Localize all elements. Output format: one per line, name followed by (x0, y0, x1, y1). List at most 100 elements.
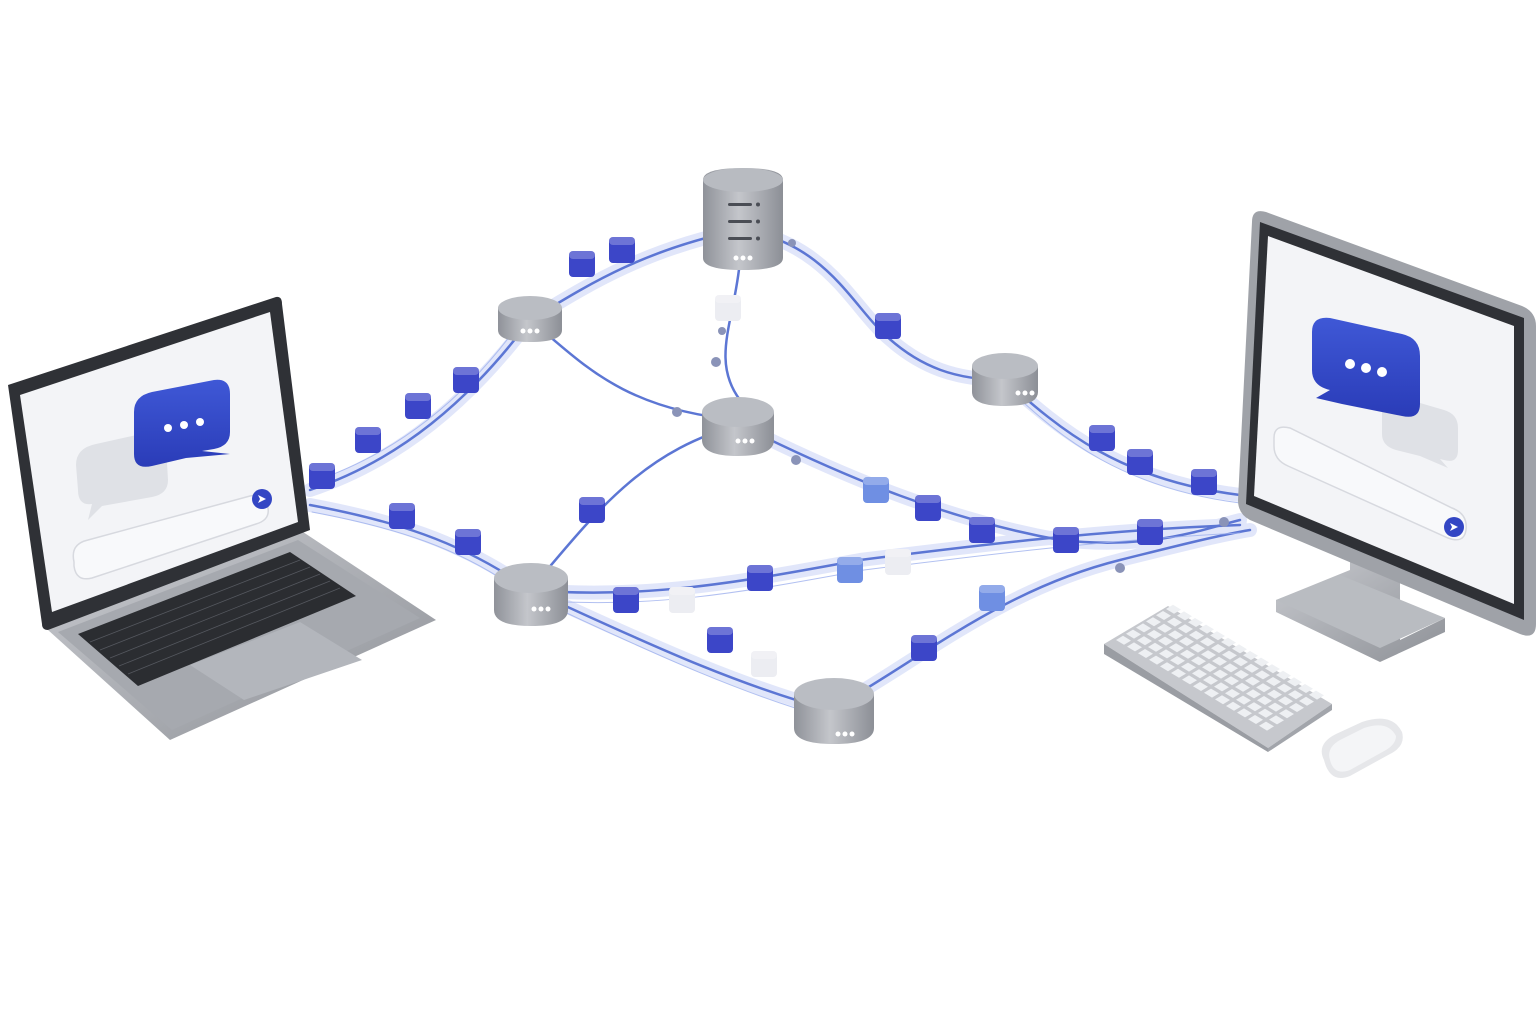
data-packet-highlight (579, 497, 605, 505)
keyboard-key (1167, 617, 1182, 627)
keyboard-key (1137, 636, 1152, 646)
monitor-message-input[interactable] (1273, 426, 1467, 541)
keyboard-key (1199, 624, 1214, 634)
data-packet (915, 495, 941, 521)
keyboard-key (1203, 675, 1218, 685)
link-server-router-c (724, 258, 742, 402)
keyboard-key (1160, 662, 1175, 672)
data-packet (715, 295, 741, 321)
keyboard-key (1267, 689, 1282, 699)
data-packet-highlight (1053, 527, 1079, 535)
typing-dots-icon (1345, 359, 1387, 377)
keyboard-key (1180, 649, 1195, 659)
keyboard-key (1277, 683, 1292, 693)
keyboard-key (1149, 655, 1164, 665)
keyboard-key (1211, 644, 1226, 653)
keyboard-key (1214, 682, 1229, 692)
keyboard-key (1212, 656, 1227, 666)
keyboard-key (1288, 690, 1303, 700)
keyboard-key (1223, 663, 1238, 673)
keyboard-key (1235, 682, 1250, 692)
keyboard-key (1256, 683, 1271, 693)
data-packet (389, 503, 415, 529)
keyboard-key (1222, 650, 1237, 660)
keyboard-key (1276, 670, 1291, 680)
desktop-computer (1238, 211, 1536, 662)
keyboard-key (1254, 657, 1269, 667)
keyboard-key (1126, 629, 1141, 639)
data-packet (979, 585, 1005, 611)
keyboard-key (1204, 688, 1219, 698)
keyboard-key (1309, 690, 1324, 700)
data-packet (1191, 469, 1217, 495)
keyboard-key (1177, 611, 1192, 621)
data-packet (751, 651, 777, 677)
router-node-b (972, 353, 1038, 406)
data-packet (969, 517, 995, 543)
keyboard-key (1169, 643, 1184, 653)
keyboard-key (1182, 675, 1197, 685)
keyboard-key (1193, 682, 1208, 691)
keyboard-key (1189, 630, 1204, 640)
send-button[interactable] (252, 489, 272, 509)
data-packet (613, 587, 639, 613)
keyboard-key (1298, 684, 1313, 693)
data-packet-highlight (453, 367, 479, 375)
keyboard-key (1258, 708, 1273, 718)
laptop-trackpad (190, 622, 362, 700)
data-packets (309, 237, 1217, 677)
data-packet (453, 367, 479, 393)
data-packet (579, 497, 605, 523)
data-packet (609, 237, 635, 263)
keyboard-key (1224, 676, 1239, 686)
data-packet (837, 557, 863, 583)
data-packet-highlight (837, 557, 863, 565)
data-packet-highlight (747, 565, 773, 573)
keyboard-key (1243, 651, 1258, 660)
keyboard-key (1221, 637, 1236, 647)
keyboard-key (1265, 664, 1280, 674)
keyboard-key (1246, 689, 1261, 699)
keyboard-key (1245, 676, 1260, 686)
keyboard-key (1279, 709, 1294, 719)
keyboard-key (1148, 642, 1163, 652)
data-packet-highlight (355, 427, 381, 435)
keyboard-key (1168, 630, 1183, 640)
database-server (703, 168, 783, 270)
send-arrow-icon (1450, 523, 1458, 531)
keyboard-key (1202, 663, 1217, 672)
data-packet-highlight (715, 295, 741, 303)
send-button[interactable] (1444, 517, 1464, 537)
desktop-mouse (1321, 718, 1403, 778)
keyboard-key (1234, 670, 1249, 679)
keyboard-key (1157, 623, 1172, 633)
keyboard-key (1244, 663, 1259, 673)
data-packet (747, 565, 773, 591)
chat-bubble-icon (134, 379, 230, 467)
keyboard-key (1181, 662, 1196, 672)
keyboard-key (1127, 642, 1142, 652)
data-packet (455, 529, 481, 555)
data-packet-highlight (979, 585, 1005, 593)
data-packet-highlight (389, 503, 415, 511)
keyboard-key (1289, 703, 1304, 712)
keyboard-key (1215, 695, 1230, 705)
data-packet-highlight (875, 313, 901, 321)
laptop-message-input[interactable] (72, 494, 269, 580)
keyboard-key (1299, 696, 1314, 706)
desktop-keyboard (1104, 604, 1332, 752)
data-packet-highlight (309, 463, 335, 471)
keyboard-key (1287, 677, 1302, 687)
keyboard-key (1210, 631, 1225, 641)
data-packet-highlight (609, 237, 635, 245)
keyboard-key (1116, 635, 1131, 645)
keyboard-key (1192, 669, 1207, 679)
keyboard-key (1136, 623, 1151, 633)
data-packet-highlight (915, 495, 941, 503)
typing-dots-icon (733, 255, 753, 261)
keyboard-key (1226, 701, 1241, 711)
chat-bubble-icon (1312, 317, 1420, 417)
typing-dots-icon (1015, 390, 1035, 396)
keyboard-key (1158, 636, 1173, 646)
